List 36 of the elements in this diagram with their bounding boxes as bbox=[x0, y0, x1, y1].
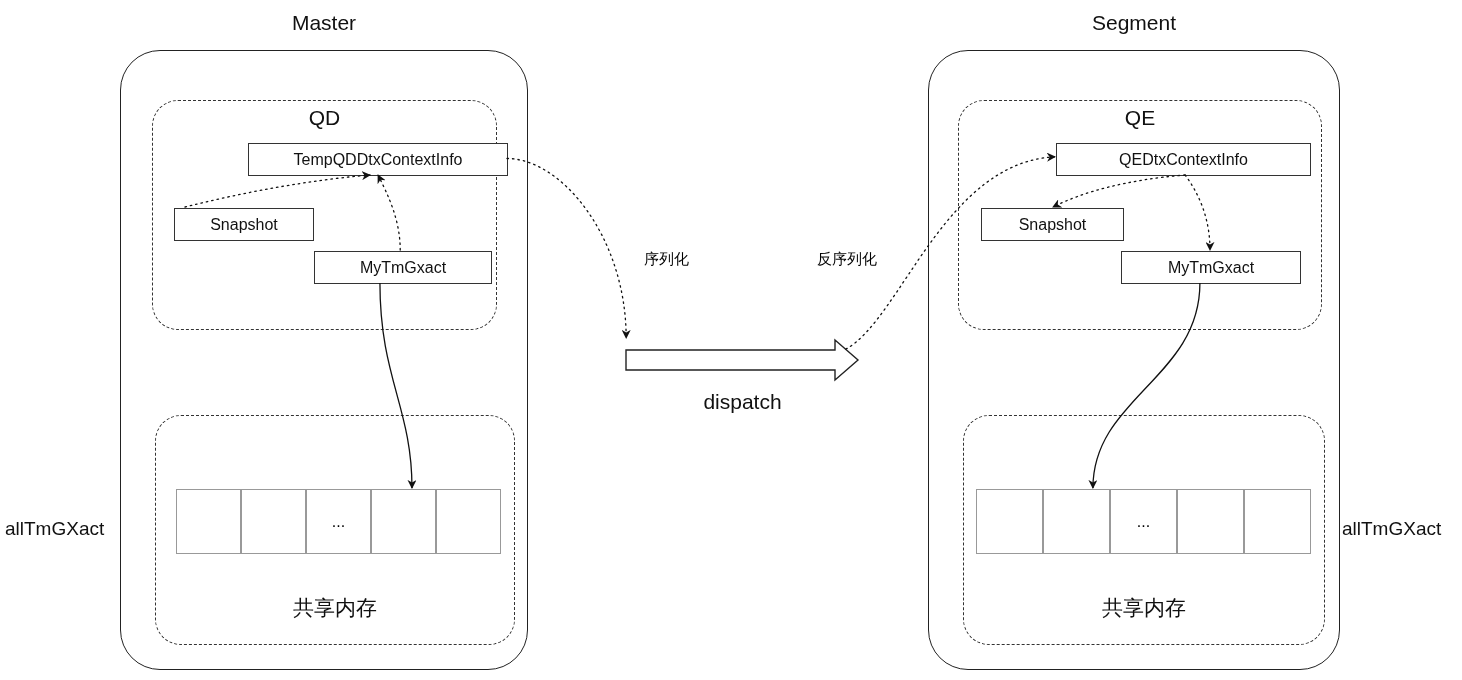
arrow bbox=[1089, 282, 1201, 489]
dashed-container bbox=[958, 100, 1322, 330]
array-cell bbox=[976, 489, 1043, 554]
dashed-container bbox=[155, 415, 515, 645]
process-box: TempQDDtxContextInfo bbox=[248, 143, 508, 176]
process-box: MyTmGxact bbox=[1121, 251, 1301, 284]
container-title: Segment bbox=[1090, 11, 1178, 35]
array-cell bbox=[1043, 489, 1110, 554]
array-cell bbox=[371, 489, 436, 554]
array-cell bbox=[241, 489, 306, 554]
dashed-container bbox=[963, 415, 1325, 645]
process-box: QEDtxContextInfo bbox=[1056, 143, 1311, 176]
array-cell bbox=[436, 489, 501, 554]
arrow bbox=[377, 174, 401, 251]
group-title: QE bbox=[1123, 106, 1157, 130]
arrow bbox=[1184, 174, 1215, 251]
array-cell: ... bbox=[306, 489, 371, 554]
array-cell bbox=[176, 489, 241, 554]
array-label: allTmGXact bbox=[5, 518, 105, 540]
container-title: Master bbox=[290, 11, 358, 35]
arrow bbox=[1052, 174, 1186, 208]
array-label: allTmGXact bbox=[1342, 518, 1442, 540]
arrow bbox=[506, 157, 631, 339]
array-cell bbox=[1244, 489, 1311, 554]
arrow bbox=[379, 282, 417, 489]
arrow bbox=[184, 171, 371, 208]
process-box: Snapshot bbox=[981, 208, 1124, 241]
array-cell: ... bbox=[1110, 489, 1177, 554]
array-cell bbox=[1177, 489, 1244, 554]
process-box: Snapshot bbox=[174, 208, 314, 241]
group-title: 共享内存 bbox=[292, 595, 378, 621]
group-title: QD bbox=[307, 106, 342, 130]
arrow bbox=[845, 153, 1056, 350]
arrow-caption: dispatch bbox=[702, 390, 783, 414]
process-box: MyTmGxact bbox=[314, 251, 492, 284]
group-title: 共享内存 bbox=[1101, 595, 1187, 621]
